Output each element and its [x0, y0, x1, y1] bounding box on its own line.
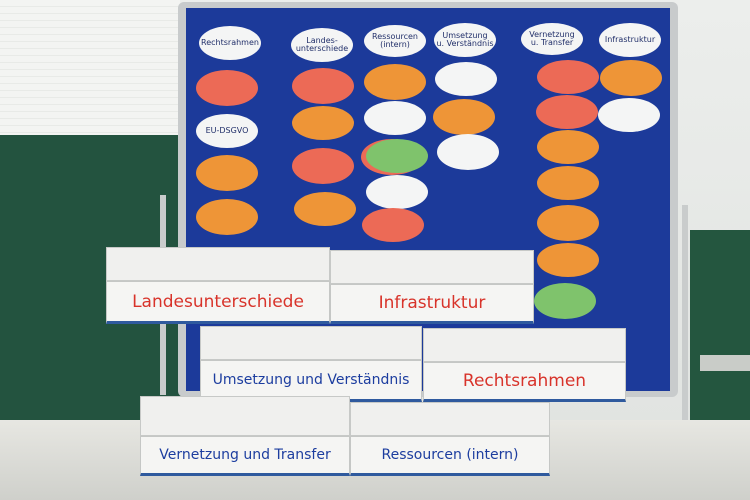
box-lid [140, 396, 350, 436]
box-lid [350, 402, 550, 436]
box-label-text: Vernetzung und Transfer [159, 447, 331, 463]
box-label-text: Landesunterschiede [132, 291, 304, 312]
box-landesunterschiede: Landesunterschiede [106, 247, 330, 324]
board-card [537, 166, 599, 200]
board-card [196, 155, 258, 191]
board-header-card: Infrastruktur [599, 23, 661, 57]
board-card [366, 139, 428, 173]
board-card [366, 175, 428, 209]
box-lid [423, 328, 626, 362]
box-label-text: Rechtsrahmen [462, 371, 587, 391]
board-card [537, 243, 599, 277]
box-label: Vernetzung und Transfer [140, 436, 350, 476]
board-card [437, 134, 499, 170]
board-card: EU-DSGVO [196, 114, 258, 148]
box-label-text: Ressourcen (intern) [381, 447, 519, 463]
board-card [600, 60, 662, 96]
box-lid [200, 326, 422, 360]
box-label-text: Umsetzung und Verständnis [212, 372, 410, 388]
board-card [292, 106, 354, 140]
box-label: Rechtsrahmen [423, 362, 626, 402]
board-card [537, 130, 599, 164]
box-infrastruktur: Infrastruktur [330, 250, 534, 324]
box-label: Ressourcen (intern) [350, 436, 550, 476]
board-card [435, 62, 497, 96]
box-lid [106, 247, 330, 281]
box-label: Landesunterschiede [106, 281, 330, 324]
board-card [364, 64, 426, 100]
board-card [362, 208, 424, 242]
box-label: Infrastruktur [330, 284, 534, 324]
box-label-text: Infrastruktur [378, 293, 486, 313]
board-header-card: Landes-unterschiede [291, 28, 353, 62]
board-header-card: Ressourcen(intern) [364, 25, 426, 57]
stand-leg-right [682, 205, 688, 430]
board-card [292, 68, 354, 104]
board-card [537, 205, 599, 241]
box-vernetzung: Vernetzung und Transfer [140, 396, 350, 476]
board-header-card: Rechtsrahmen [199, 26, 261, 60]
board-card [196, 70, 258, 106]
board-card [292, 148, 354, 184]
board-card [196, 199, 258, 235]
box-rechtsrahmen: Rechtsrahmen [423, 328, 626, 402]
board-card [364, 101, 426, 135]
board-card [534, 283, 596, 319]
window-blind [0, 0, 180, 135]
board-card [294, 192, 356, 226]
box-ressourcen: Ressourcen (intern) [350, 402, 550, 476]
side-desk [700, 355, 750, 371]
board-card [433, 99, 495, 135]
box-lid [330, 250, 534, 284]
board-card [598, 98, 660, 132]
board-card [536, 95, 598, 129]
board-card [537, 60, 599, 94]
chalkboard-right [690, 230, 750, 430]
box-umsetzung: Umsetzung und Verständnis [200, 326, 422, 402]
